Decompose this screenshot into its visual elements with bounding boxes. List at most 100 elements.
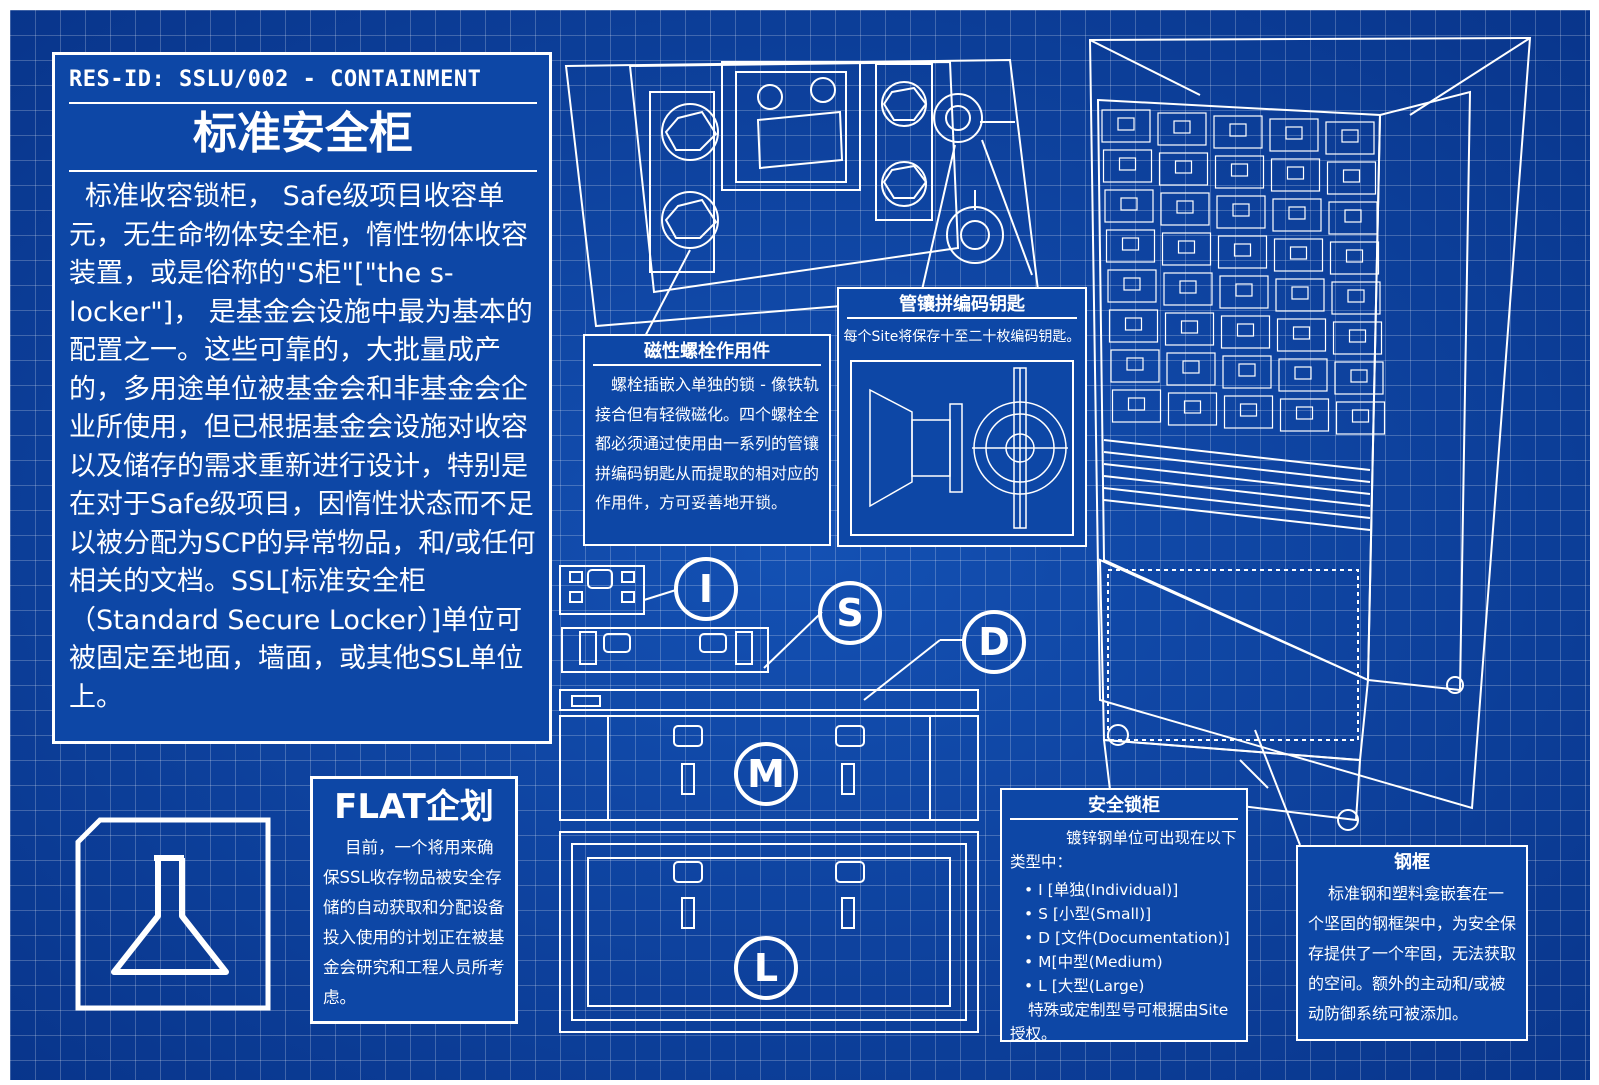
cabinet-cell xyxy=(1157,112,1207,146)
cabinet-cell xyxy=(1214,155,1265,189)
cabinet-lock xyxy=(1230,163,1249,177)
locker-type-item: L [大型(Large) xyxy=(1024,974,1246,998)
cabinet-cell xyxy=(1158,152,1209,186)
main-description-text: 标准收容锁柜， Safe级项目收容单元，无生命物体安全柜，惰性物体收容装置，或是… xyxy=(69,181,536,713)
locker-cabinet-drawing xyxy=(1088,36,1532,846)
cabinet-lock xyxy=(1292,326,1311,340)
cabinet-lock xyxy=(1235,283,1253,297)
tubular-key-diagram xyxy=(850,360,1074,536)
cabinet-cell xyxy=(1269,118,1319,152)
flask-icon xyxy=(76,820,268,1008)
cabinet-cell xyxy=(1101,109,1151,143)
cabinet-cell xyxy=(1104,189,1154,223)
cabinet-lock xyxy=(1342,169,1361,183)
cabinet-cell xyxy=(1219,275,1269,309)
key-description: 每个Site将保存十至二十枚编码钥匙。 xyxy=(843,329,1081,345)
cabinet-lock xyxy=(1176,200,1194,214)
cabinet-lock xyxy=(1121,237,1140,251)
key-title: 管镶拼编码钥匙 xyxy=(847,293,1077,319)
cabinet-cell xyxy=(1278,358,1328,392)
cabinet-cell xyxy=(1166,352,1216,386)
locker-intro: 镀锌钢单位可出现在以下类型中： xyxy=(1010,829,1237,871)
cabinet-lock xyxy=(1350,369,1368,383)
cabinet-cell xyxy=(1222,355,1272,389)
cabinet-cell xyxy=(1161,232,1212,266)
cabinet-cell xyxy=(1108,309,1159,343)
locker-outro: 特殊或定制型号可根据由Site授权。 xyxy=(1010,1001,1229,1043)
cabinet-lock xyxy=(1291,286,1309,300)
cabinet-cell xyxy=(1328,201,1378,235)
cabinet-cell xyxy=(1335,401,1386,435)
cabinet-cell xyxy=(1325,121,1375,155)
cabinet-lock xyxy=(1179,280,1197,294)
cabinet-lock xyxy=(1238,363,1256,377)
frame-title: 钢框 xyxy=(1394,852,1430,873)
size-label-documentation: D xyxy=(962,610,1026,674)
cabinet-cell xyxy=(1331,281,1381,315)
cabinet-lock xyxy=(1177,240,1196,254)
flask-icon-frame xyxy=(75,817,271,1011)
cabinet-lock xyxy=(1344,209,1362,223)
size-label-medium: M xyxy=(734,742,798,806)
cabinet-lock xyxy=(1341,129,1359,143)
cabinet-cell xyxy=(1273,238,1324,272)
header-divider xyxy=(69,102,537,104)
bolt-description: 螺栓插嵌入单独的锁 - 像铁轨接合但有轻微磁化。四个螺栓全都必须通过使用由一系列… xyxy=(595,375,820,512)
cabinet-cell xyxy=(1275,278,1325,312)
page-title: 标准安全柜 xyxy=(193,108,413,159)
cabinet-cell xyxy=(1105,229,1156,263)
cabinet-lock xyxy=(1124,317,1143,331)
steel-frame-callout: 钢框 标准钢和塑料龛嵌套在一个坚固的钢框架中，为安全保存提供了一个牢固，无法获取… xyxy=(1296,845,1528,1041)
locker-title: 安全锁柜 xyxy=(1010,794,1238,820)
locker-type-item: I [单独(Individual)] xyxy=(1024,878,1246,902)
cabinet-lock xyxy=(1126,357,1144,371)
cabinet-lock xyxy=(1182,360,1200,374)
cabinet-lock xyxy=(1117,117,1135,131)
cabinet-lock xyxy=(1127,397,1146,411)
cabinet-cell xyxy=(1272,198,1322,232)
cabinet-cell xyxy=(1163,272,1213,306)
cabinet-lock xyxy=(1347,289,1365,303)
cabinet-cell xyxy=(1276,318,1327,352)
locker-type-item: M[中型(Medium) xyxy=(1024,950,1246,974)
cabinet-cell xyxy=(1107,269,1157,303)
cabinet-lock xyxy=(1295,406,1314,420)
cabinet-cell xyxy=(1102,149,1153,183)
cabinet-lock xyxy=(1173,120,1191,134)
cabinet-lock xyxy=(1232,203,1250,217)
cabinet-lock xyxy=(1294,366,1312,380)
cabinet-cell xyxy=(1167,392,1218,426)
cabinet-cell xyxy=(1326,161,1377,195)
flat-title: FLAT企划 xyxy=(334,787,494,827)
res-id-header: RES-ID: SSLU/002 - CONTAINMENT xyxy=(69,67,482,92)
cabinet-drawer-line xyxy=(1103,499,1371,531)
cabinet-lock xyxy=(1118,157,1137,171)
cabinet-lock xyxy=(1286,166,1305,180)
cabinet-cell xyxy=(1111,389,1162,423)
secure-locker-callout: 安全锁柜 镀锌钢单位可出现在以下类型中： I [单独(Individual)] … xyxy=(1000,788,1248,1043)
size-label-small: S xyxy=(818,581,882,645)
flat-project-panel: FLAT企划 目前，一个将用来确保SSL收存物品被安全存储的自动获取和分配设备投… xyxy=(310,776,518,1024)
cabinet-cell xyxy=(1217,235,1268,269)
cabinet-lock xyxy=(1351,409,1370,423)
cabinet-lock xyxy=(1183,400,1202,414)
bolt-assembly-drawing xyxy=(564,58,1040,347)
cabinet-cell xyxy=(1110,349,1160,383)
title-divider xyxy=(69,170,537,172)
cabinet-lock xyxy=(1348,329,1367,343)
cabinet-drawer-line xyxy=(1103,487,1371,519)
locker-sizes-drawing xyxy=(559,565,979,1033)
cabinet-lock xyxy=(1288,206,1306,220)
frame-description: 标准钢和塑料龛嵌套在一个坚固的钢框架中，为安全保存提供了一个牢固，无法获取的空间… xyxy=(1308,884,1517,1023)
cabinet-drawer-line xyxy=(1103,463,1371,495)
cabinet-lock xyxy=(1229,123,1247,137)
magnetic-bolt-callout: 磁性螺栓作用件 螺栓插嵌入单独的锁 - 像铁轨接合但有轻微磁化。四个螺栓全都必须… xyxy=(583,334,831,546)
cabinet-lock xyxy=(1236,323,1255,337)
cabinet-lock xyxy=(1174,160,1193,174)
cabinet-lock xyxy=(1123,277,1141,291)
flat-description: 目前，一个将用来确保SSL收存物品被安全存储的自动获取和分配设备投入使用的计划正… xyxy=(323,838,505,1007)
cabinet-lock xyxy=(1180,320,1199,334)
cabinet-lock xyxy=(1233,243,1252,257)
cabinet-cell xyxy=(1270,158,1321,192)
